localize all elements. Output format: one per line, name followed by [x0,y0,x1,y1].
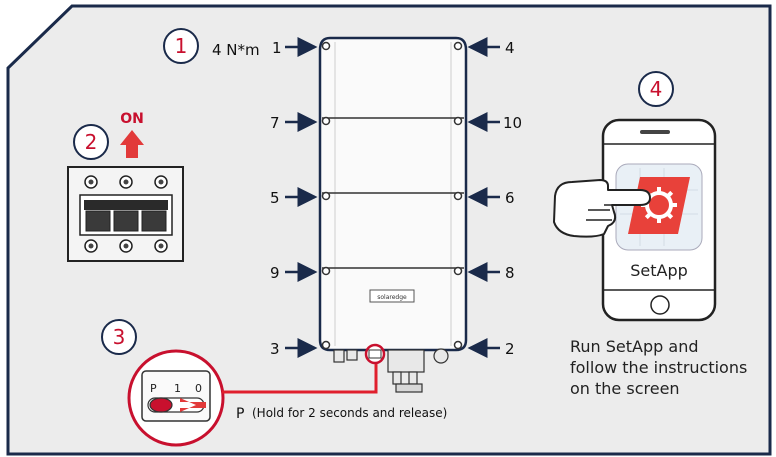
bolt-label: 5 [270,189,280,207]
bolt-label: 1 [272,39,282,57]
step-2-badge: 2 [73,124,109,160]
bolt-label: 9 [270,264,280,282]
p-switch-zoom: P 1 0 [127,349,225,447]
inverter: solaredge [318,36,468,393]
inverter-body [318,36,468,352]
bolt-label: 7 [270,114,280,132]
dc-switch [67,166,184,262]
bolt-label: 8 [505,264,515,282]
phone-home-button [650,295,670,315]
step-1-number: 1 [175,34,188,58]
step-3-badge: 3 [101,319,137,355]
setapp-icon [615,163,703,251]
pointing-hand-icon [553,179,651,238]
bolt-markers: 1 7 5 9 3 4 10 6 8 2 [270,37,522,358]
app-name-label: SetApp [630,261,688,280]
p-switch-1-label: 1 [174,382,181,395]
p-instruction-text: (Hold for 2 seconds and release) [252,406,447,420]
inverter-logo-text: solaredge [377,294,407,301]
instruction-line-2: follow the instructions [570,358,747,377]
instruction-line-1: Run SetApp and [570,337,698,356]
inverter-bottom-connectors [333,348,449,393]
bolt-label: 4 [505,39,515,57]
bolt-label: 3 [270,340,280,358]
push-arrow-icon [180,398,206,412]
smartphone: SetApp [601,118,717,322]
bolt-label: 10 [503,114,522,132]
p-switch-callout-line [222,364,378,394]
p-instruction-letter: P [236,406,244,422]
p-switch-p-label: P [150,382,157,395]
bolt-label: 2 [505,340,515,358]
inverter-screws [321,41,463,350]
step-2-number: 2 [85,130,98,154]
step-4-badge: 4 [638,71,674,107]
step-1-badge: 1 [163,28,199,64]
up-arrow-icon [120,130,144,158]
torque-label: 4 N*m [212,41,260,59]
step-3-number: 3 [113,325,126,349]
instruction-line-3: on the screen [570,379,680,398]
inverter-logo-badge [369,289,415,303]
bolt-label: 6 [505,189,515,207]
inverter-p-switch [364,343,386,365]
phone-speaker [640,130,670,134]
step-4-number: 4 [650,77,663,101]
p-switch-0-label: 0 [195,382,202,395]
switch-on-label: ON [120,111,144,127]
